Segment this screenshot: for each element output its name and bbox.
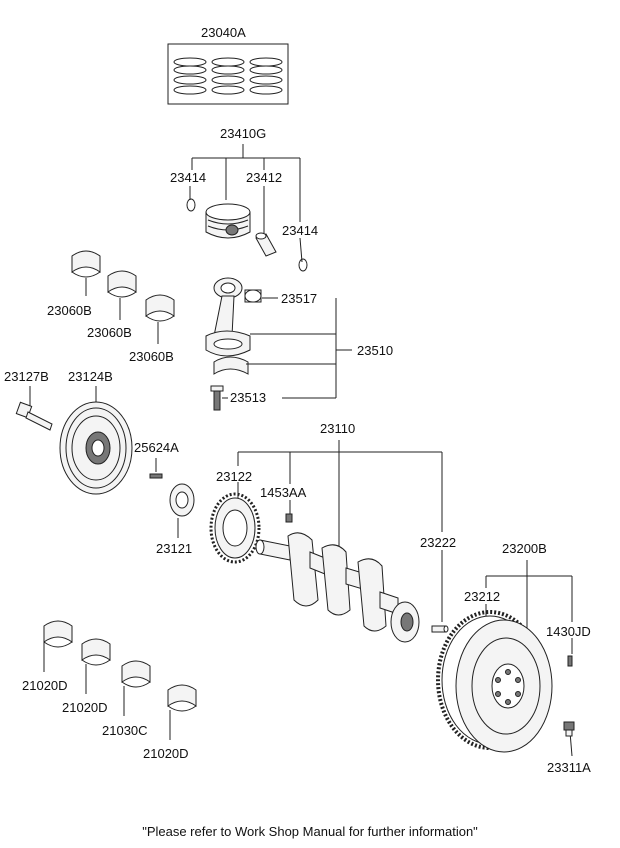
snap-ring — [298, 258, 308, 272]
flywheel — [455, 619, 553, 753]
flywheel-leaders — [485, 560, 573, 757]
label-1453AA: 1453AA — [260, 485, 307, 500]
dowel-pin — [431, 625, 449, 633]
connecting-rod — [205, 277, 262, 411]
con-rod-bearing-1 — [71, 250, 101, 296]
label-23110: 23110 — [320, 421, 355, 436]
label-23121: 23121 — [156, 541, 192, 556]
main-bearing-1 — [43, 620, 73, 672]
woodruff-key — [149, 473, 163, 479]
thrust-bearing — [121, 660, 151, 716]
label-23124B: 23124B — [68, 369, 113, 384]
label-23127B: 23127B — [4, 369, 49, 384]
damper-pulley — [59, 401, 133, 495]
main-bearing-3 — [167, 684, 197, 740]
pulley-bolt — [15, 401, 53, 431]
con-rod-leaders — [222, 297, 352, 399]
label-23410G: 23410G — [220, 126, 266, 141]
crankshaft — [255, 532, 420, 643]
footer-note: "Please refer to Work Shop Manual for fu… — [142, 824, 478, 839]
flywheel-dowel — [567, 655, 573, 667]
label-23040A: 23040A — [201, 25, 246, 40]
label-23122: 23122 — [216, 469, 252, 484]
label-23311A: 23311A — [547, 760, 591, 775]
label-21020D-3: 21020D — [143, 746, 189, 761]
reluctor-ring — [209, 492, 261, 564]
label-23222: 23222 — [420, 535, 456, 550]
label-23517: 23517 — [281, 291, 317, 306]
label-21020D-2: 21020D — [62, 700, 108, 715]
crank-pin — [285, 513, 293, 523]
label-23200B: 23200B — [502, 541, 547, 556]
label-23414-right: 23414 — [282, 223, 318, 238]
label-21030C: 21030C — [102, 723, 148, 738]
piston-ring-set — [167, 43, 289, 105]
piston — [186, 198, 251, 239]
label-1430JD: 1430JD — [546, 624, 591, 639]
piston-pin — [255, 232, 277, 257]
flywheel-bolt — [563, 721, 575, 737]
label-23060B-3: 23060B — [129, 349, 174, 364]
label-23513: 23513 — [230, 390, 266, 405]
crankshaft-leaders — [237, 440, 443, 622]
label-25624A: 25624A — [134, 440, 179, 455]
label-23060B-1: 23060B — [47, 303, 92, 318]
main-bearing-2 — [81, 638, 111, 694]
label-23414-left: 23414 — [170, 170, 206, 185]
label-23510: 23510 — [357, 343, 393, 358]
con-rod-bearing-2 — [107, 270, 137, 320]
crank-sprocket — [169, 483, 195, 517]
label-23060B-2: 23060B — [87, 325, 132, 340]
label-23212: 23212 — [464, 589, 500, 604]
label-21020D-1: 21020D — [22, 678, 68, 693]
label-23412: 23412 — [246, 170, 282, 185]
con-rod-bearing-3 — [145, 294, 175, 344]
piston-group-leaders — [189, 144, 303, 263]
